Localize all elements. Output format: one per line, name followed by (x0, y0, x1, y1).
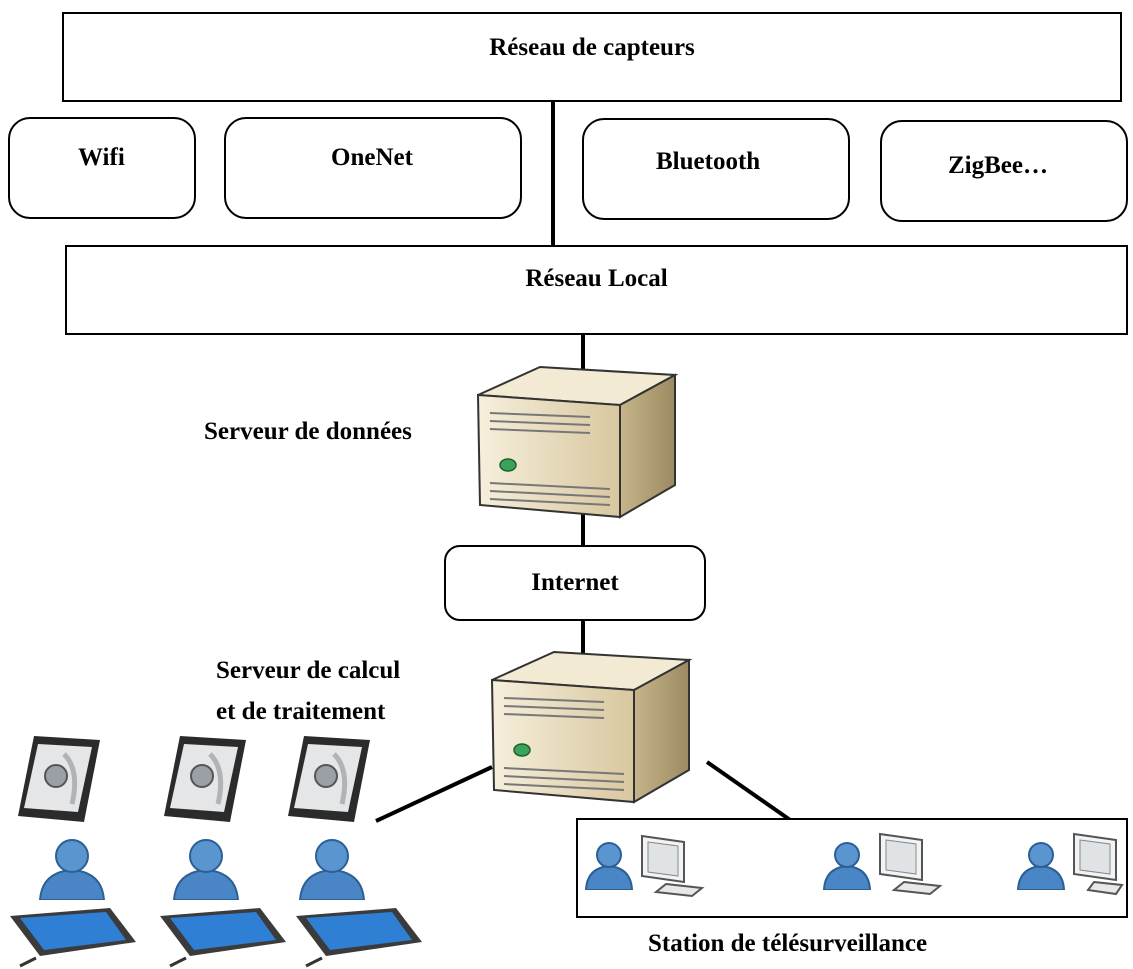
user-icon (172, 839, 240, 900)
tablet-icon (10, 908, 136, 968)
protocol-box-wifi: Wifi (8, 117, 196, 219)
internet-box: Internet (444, 545, 706, 621)
local-network-label: Réseau Local (525, 265, 668, 292)
monitor-icon (879, 832, 943, 896)
protocol-label-zigbee: ZigBee… (948, 152, 1048, 179)
tablet-icon (160, 908, 286, 968)
local-network-box: Réseau Local (65, 245, 1128, 335)
user-icon (38, 839, 106, 900)
compute-server-label-line2: et de traitement (216, 698, 386, 725)
protocol-box-onenet: OneNet (224, 117, 522, 219)
protocol-box-bluetooth: Bluetooth (582, 118, 850, 220)
smartphone-icon (164, 736, 246, 822)
sensor-network-label: Réseau de capteurs (489, 34, 695, 61)
server-tower-icon (490, 650, 692, 804)
sensor-network-box: Réseau de capteurs (62, 12, 1122, 102)
user-icon (1016, 842, 1066, 890)
monitoring-station-box (576, 818, 1128, 918)
monitor-icon (641, 834, 705, 898)
data-server-label: Serveur de données (204, 418, 412, 445)
tablet-icon (296, 908, 422, 968)
server-tower-icon (476, 365, 678, 519)
smartphone-icon (18, 736, 100, 822)
protocol-label-wifi: Wifi (78, 144, 125, 171)
monitoring-station-label: Station de télésurveillance (648, 930, 928, 957)
protocol-box-zigbee: ZigBee… (880, 120, 1128, 222)
smartphone-icon (288, 736, 370, 822)
internet-label: Internet (531, 569, 619, 596)
monitor-icon (1073, 832, 1124, 896)
user-icon (584, 842, 634, 890)
user-icon (298, 839, 366, 900)
protocol-label-bluetooth: Bluetooth (656, 148, 761, 175)
user-icon (822, 842, 872, 890)
compute-server-label-line1: Serveur de calcul (216, 657, 401, 684)
protocol-label-onenet: OneNet (331, 144, 413, 171)
